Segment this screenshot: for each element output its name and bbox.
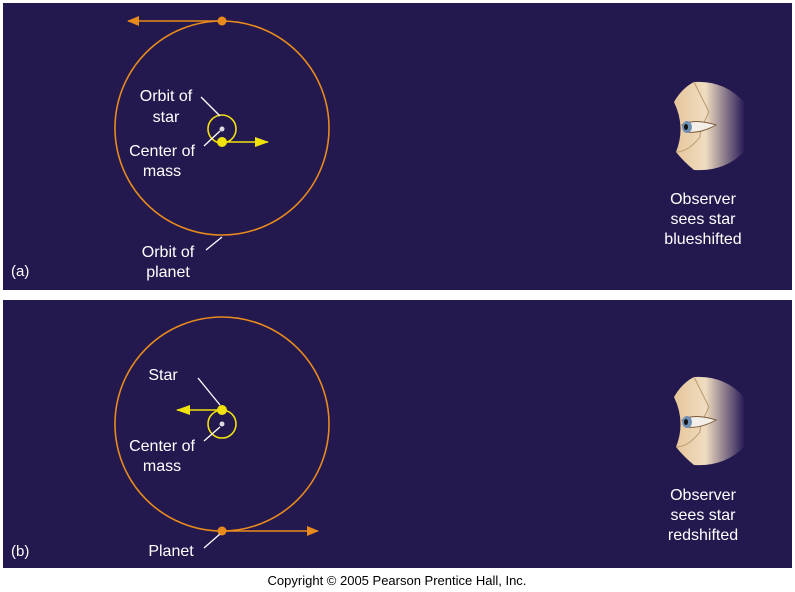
center-of-mass-label: Center of <box>129 438 195 455</box>
panel-a-background <box>3 3 792 290</box>
leader-line <box>203 130 221 147</box>
orbit-of-planet-label: Orbit of <box>142 244 195 261</box>
orbit-of-star-label-2: star <box>153 109 180 126</box>
planet <box>217 526 227 536</box>
planet <box>217 16 227 26</box>
observer-label-2: sees star <box>671 211 737 228</box>
center-of-mass-label: Center of <box>129 143 195 160</box>
copyright: Copyright © 2005 Pearson Prentice Hall, … <box>268 573 527 588</box>
leader-line <box>205 236 223 251</box>
star <box>217 137 227 147</box>
panel-b-background <box>3 300 792 568</box>
observer-label-2: sees star <box>671 507 737 524</box>
panel-a-label: (a) <box>11 263 29 280</box>
orbit-of-planet-label-2: planet <box>146 264 190 281</box>
panel-a: Orbit of star Center of mass Orbit of pl… <box>3 3 792 290</box>
observer-label-3: redshifted <box>668 527 738 544</box>
orbit-of-star-label: Orbit of <box>140 88 193 105</box>
observer-label-3: blueshifted <box>664 231 741 248</box>
panel-b: Star Center of mass Planet (b) Observer … <box>3 300 792 568</box>
observer-eye-icon <box>673 376 745 466</box>
star <box>217 405 227 415</box>
leader-line <box>197 377 221 406</box>
observer-label: Observer <box>670 487 736 504</box>
observer-eye-icon <box>673 81 745 171</box>
observer-label: Observer <box>670 191 736 208</box>
star-label: Star <box>148 367 178 384</box>
center-of-mass-dot <box>219 421 225 427</box>
center-of-mass-label-2: mass <box>143 163 181 180</box>
leader-line <box>203 533 221 549</box>
center-of-mass-label-2: mass <box>143 458 181 475</box>
center-of-mass-dot <box>219 126 225 132</box>
panel-b-label: (b) <box>11 543 29 560</box>
leader-line <box>203 426 221 442</box>
leader-line <box>200 96 221 117</box>
planet-label: Planet <box>148 543 194 560</box>
